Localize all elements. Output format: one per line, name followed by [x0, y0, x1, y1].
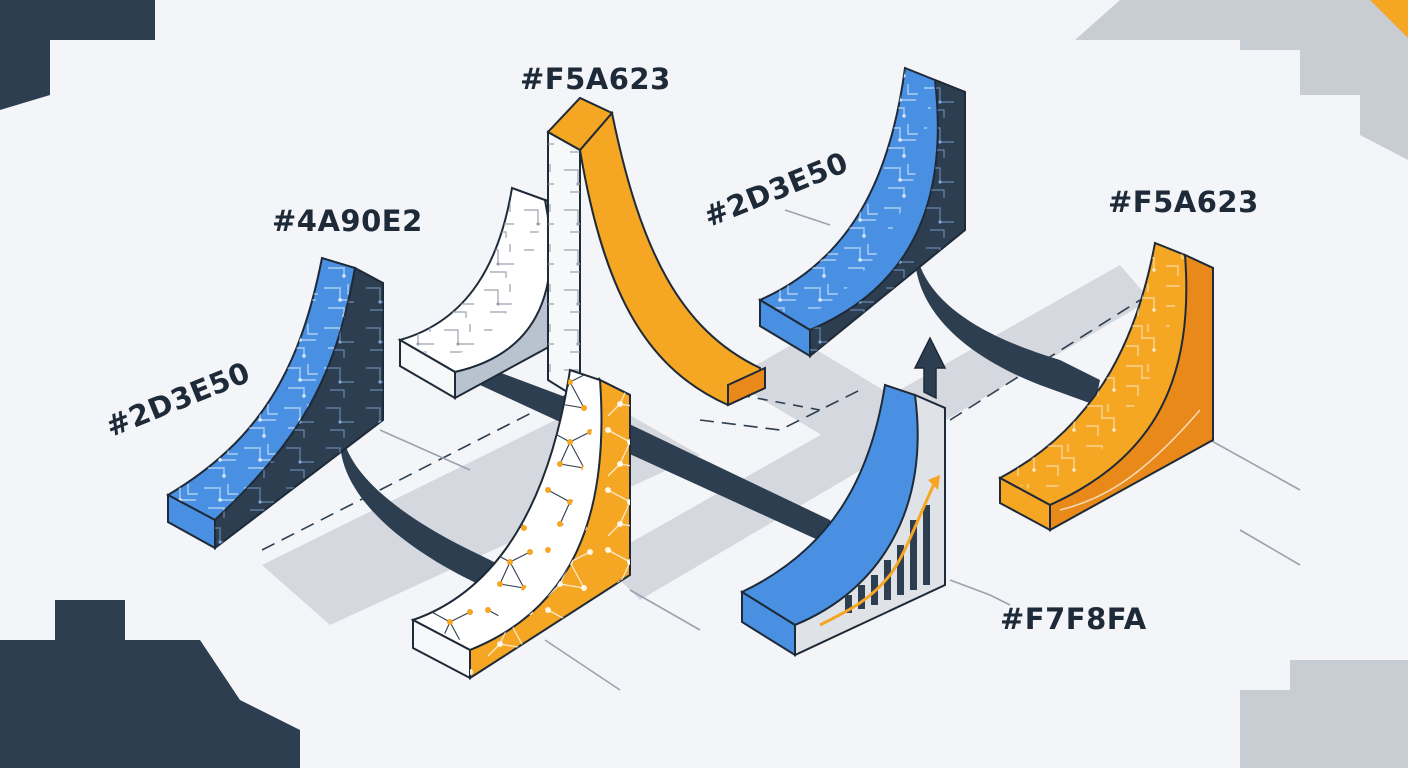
label-top-center: #F5A623: [520, 62, 671, 96]
ramp-blue-top-right: [757, 66, 967, 359]
label-right: #F5A623: [1108, 185, 1259, 219]
ramp-blue-left: [165, 256, 384, 551]
label-left-upper: #4A90E2: [272, 204, 423, 238]
floor-tracks: [262, 265, 1150, 625]
ramp-orange-right: [997, 241, 1215, 532]
ramp-chart: [739, 336, 947, 657]
ramp-light-center: [397, 96, 767, 407]
ramp-network: [410, 368, 632, 680]
label-bottom-right: #F7F8FA: [1000, 602, 1147, 636]
